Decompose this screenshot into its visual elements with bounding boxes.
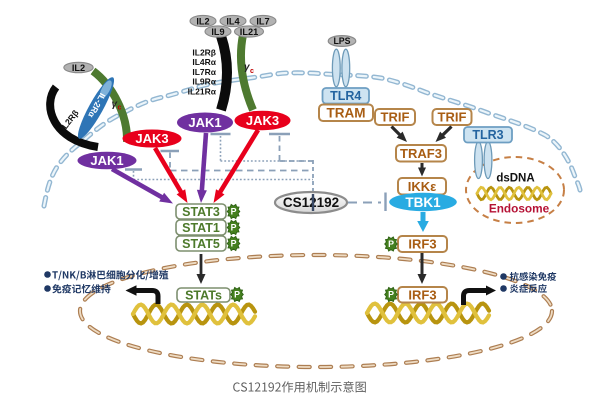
svg-text:JAK3: JAK3 <box>246 113 279 128</box>
svg-text:IKKε: IKKε <box>408 179 437 194</box>
svg-text:IL21Rα: IL21Rα <box>188 86 217 96</box>
svg-text:JAK3: JAK3 <box>135 131 168 146</box>
svg-text:IL2: IL2 <box>72 63 85 73</box>
svg-text:Endosome: Endosome <box>489 202 550 216</box>
svg-text:TBK1: TBK1 <box>405 195 441 210</box>
svg-text:IRF3: IRF3 <box>408 237 436 252</box>
svg-text:CS12192: CS12192 <box>283 195 339 210</box>
svg-text:IL2: IL2 <box>196 16 209 26</box>
svg-text:IRF3: IRF3 <box>408 287 436 302</box>
svg-text:TRIF: TRIF <box>381 110 410 125</box>
svg-text:TLR4: TLR4 <box>330 89 361 103</box>
svg-text:STAT5: STAT5 <box>182 237 220 251</box>
svg-text:IL9Rα: IL9Rα <box>192 77 216 87</box>
svg-text:STAT3: STAT3 <box>182 205 220 219</box>
svg-text:JAK1: JAK1 <box>188 115 221 130</box>
svg-text:TRIF: TRIF <box>438 110 467 125</box>
svg-text:IL7: IL7 <box>256 16 269 26</box>
svg-text:dsDNA: dsDNA <box>496 173 534 185</box>
svg-text:γ: γ <box>244 62 251 73</box>
svg-text:IL2Rβ: IL2Rβ <box>192 48 216 58</box>
svg-text:TRAM: TRAM <box>327 105 366 120</box>
svg-text:TRAF3: TRAF3 <box>400 146 442 161</box>
svg-text:STATs: STATs <box>185 288 222 302</box>
svg-text:γ: γ <box>112 99 119 110</box>
svg-text:TLR3: TLR3 <box>472 128 503 142</box>
svg-text:IL9: IL9 <box>211 27 224 37</box>
svg-text:c: c <box>250 68 254 75</box>
svg-text:STAT1: STAT1 <box>182 221 220 235</box>
svg-text:IL4: IL4 <box>226 16 240 26</box>
svg-text:IL7Rα: IL7Rα <box>192 67 216 77</box>
svg-text:c: c <box>118 105 122 112</box>
svg-text:IL21: IL21 <box>240 27 258 37</box>
svg-text:JAK1: JAK1 <box>90 153 123 168</box>
svg-text:IL4Rα: IL4Rα <box>192 57 216 67</box>
svg-text:LPS: LPS <box>333 36 350 46</box>
